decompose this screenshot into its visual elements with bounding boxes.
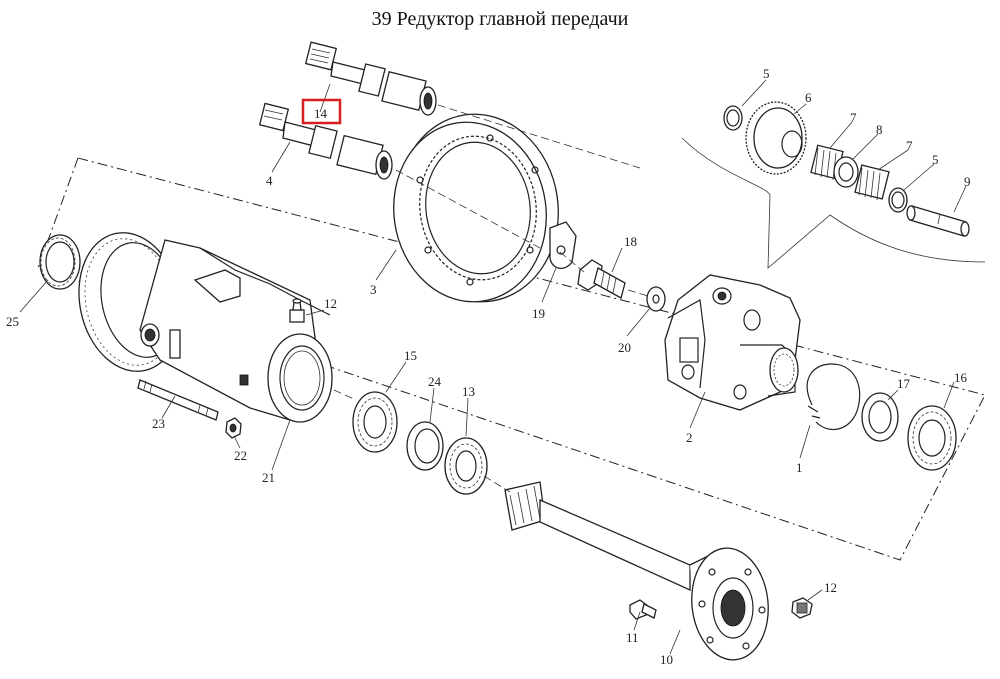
axis-line — [395, 169, 541, 249]
part-17-spacer-ring — [861, 392, 899, 442]
axis-line — [627, 289, 649, 297]
callout-1: 1 — [796, 460, 803, 475]
callout-18: 18 — [624, 234, 637, 249]
callout-7-a: 7 — [850, 110, 857, 125]
part-24-spacer — [406, 421, 444, 471]
callout-12-top: 12 — [324, 296, 337, 311]
part-9-pin — [906, 205, 970, 237]
part-12-plug-bottom — [791, 597, 813, 619]
callout-8: 8 — [876, 122, 883, 137]
callout-labels: 14 4 3 18 19 20 2 1 17 16 5 6 7 8 7 5 9 … — [6, 66, 971, 667]
highlight-box-part-14 — [301, 98, 342, 125]
part-14-shaft — [304, 41, 437, 116]
part-3-ring-gear — [393, 113, 559, 303]
callout-10: 10 — [660, 652, 673, 667]
part-2-carrier — [664, 274, 801, 411]
part-20-washer — [646, 286, 666, 312]
part-11-bolt — [629, 599, 657, 620]
callout-3: 3 — [370, 282, 377, 297]
callout-11: 11 — [626, 630, 639, 645]
callout-25: 25 — [6, 314, 19, 329]
callout-23: 23 — [152, 416, 165, 431]
part-10-axle-shaft — [504, 481, 769, 661]
callout-9: 9 — [964, 174, 971, 189]
leader-lines — [19, 79, 967, 655]
callout-22: 22 — [234, 448, 247, 463]
part-15-bearing — [352, 391, 398, 453]
part-12-breather-top — [289, 298, 305, 323]
part-6-planet-gear — [745, 101, 807, 175]
callout-5-top: 5 — [763, 66, 770, 81]
callout-5-bottom: 5 — [932, 152, 939, 167]
callout-15: 15 — [404, 348, 417, 363]
axis-line — [559, 251, 585, 273]
callout-16: 16 — [954, 370, 968, 385]
detail-callout-bubble — [681, 137, 986, 269]
part-8-spacer — [833, 156, 859, 188]
part-13-bearing — [444, 437, 488, 495]
part-5-washer-bottom — [888, 187, 908, 213]
part-7-needle-bearing-b — [854, 164, 890, 201]
part-21-axle-housing — [78, 232, 333, 423]
callout-24: 24 — [428, 374, 442, 389]
callout-6: 6 — [805, 90, 812, 105]
part-16-bearing — [907, 405, 957, 471]
axis-line — [483, 475, 511, 493]
callout-13: 13 — [462, 384, 475, 399]
part-18-bolt — [577, 259, 626, 299]
part-25-seal — [39, 234, 81, 290]
callout-17: 17 — [897, 376, 911, 391]
part-23-stud — [137, 379, 219, 421]
callout-7-b: 7 — [906, 138, 913, 153]
part-22-nut — [225, 417, 242, 439]
callout-20: 20 — [618, 340, 631, 355]
callout-2: 2 — [686, 430, 693, 445]
part-5-washer-top — [723, 105, 743, 131]
part-1-snap-ring — [806, 363, 861, 431]
part-4-shaft — [258, 102, 393, 180]
callout-21: 21 — [262, 470, 275, 485]
part-19-lock-plate — [549, 221, 577, 269]
callout-12-bottom: 12 — [824, 580, 837, 595]
axis-line — [333, 389, 357, 401]
callout-14: 14 — [314, 106, 328, 121]
diagram-title: 39 Редуктор главной передачи — [371, 8, 629, 30]
callout-19: 19 — [532, 306, 545, 321]
callout-4: 4 — [266, 173, 273, 188]
